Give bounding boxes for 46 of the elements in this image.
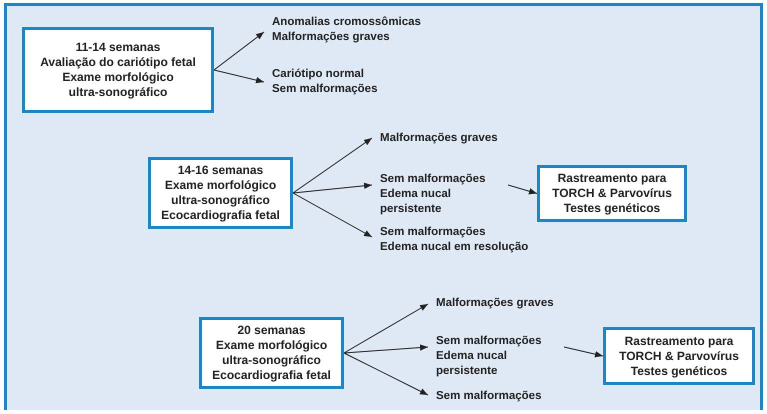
box-text: Rastreamento para <box>624 334 734 348</box>
box-text: Avaliação do cariótipo fetal <box>40 55 196 70</box>
box-text: ultra-sonográfico <box>171 193 270 208</box>
outcome-label: Anomalias cromossômicas <box>272 15 422 30</box>
box-text: Testes genéticos <box>630 364 728 378</box>
box-text: Ecocardiografia fetal <box>161 208 280 223</box>
box-text: Exame morfológico <box>62 70 174 85</box>
box-text: 14-16 semanas <box>178 163 264 178</box>
box-text: 20 semanas <box>237 323 306 338</box>
box-text: Ecocardiografia fetal <box>212 368 331 383</box>
box-text: TORCH & Parvovírus <box>552 186 672 201</box>
process-box <box>22 27 214 113</box>
outcome-label: Sem malformações <box>380 172 486 187</box>
arrow <box>344 352 428 396</box>
arrow <box>508 184 538 194</box>
outcome-label: Sem malformações <box>272 82 378 97</box>
arrow <box>292 182 372 194</box>
process-box <box>148 157 293 229</box>
process-box <box>603 327 755 385</box>
box-text: Rastreamento para <box>558 171 666 186</box>
box-text: Exame morfológico <box>216 338 328 353</box>
arrow <box>214 70 264 84</box>
arrow <box>344 344 428 354</box>
box-text: ultra-sonográfico <box>222 353 321 368</box>
outcome-label: Malformações graves <box>436 296 555 311</box>
arrow <box>564 346 604 358</box>
outcome-label: Malformações graves <box>272 30 391 45</box>
process-box <box>537 165 687 222</box>
outcome-label: Cariótipo normal <box>272 67 366 82</box>
arrow <box>292 192 372 238</box>
outcome-label: Edema nucal persistente <box>380 187 452 217</box>
box-text: Exame morfológico <box>164 178 276 193</box>
outcome-label: Edema nucal em resolução <box>380 240 530 255</box>
box-text: TORCH & Parvovírus <box>619 348 739 364</box>
process-box <box>199 317 344 389</box>
box-text: Testes genéticos <box>564 201 660 216</box>
arrow <box>214 32 264 70</box>
outcome-label: Sem malformações <box>436 389 542 404</box>
box-text: ultra-sonográfico <box>68 85 168 100</box>
outcome-label: Malformações graves <box>380 131 499 146</box>
box-text: 11-14 semanas <box>76 40 160 55</box>
outcome-label: Sem malformações <box>380 225 486 240</box>
arrow <box>344 304 428 354</box>
outcome-label: Edema nucal persistente <box>436 349 508 379</box>
arrow <box>292 138 372 194</box>
outcome-label: Sem malformações <box>436 334 542 349</box>
